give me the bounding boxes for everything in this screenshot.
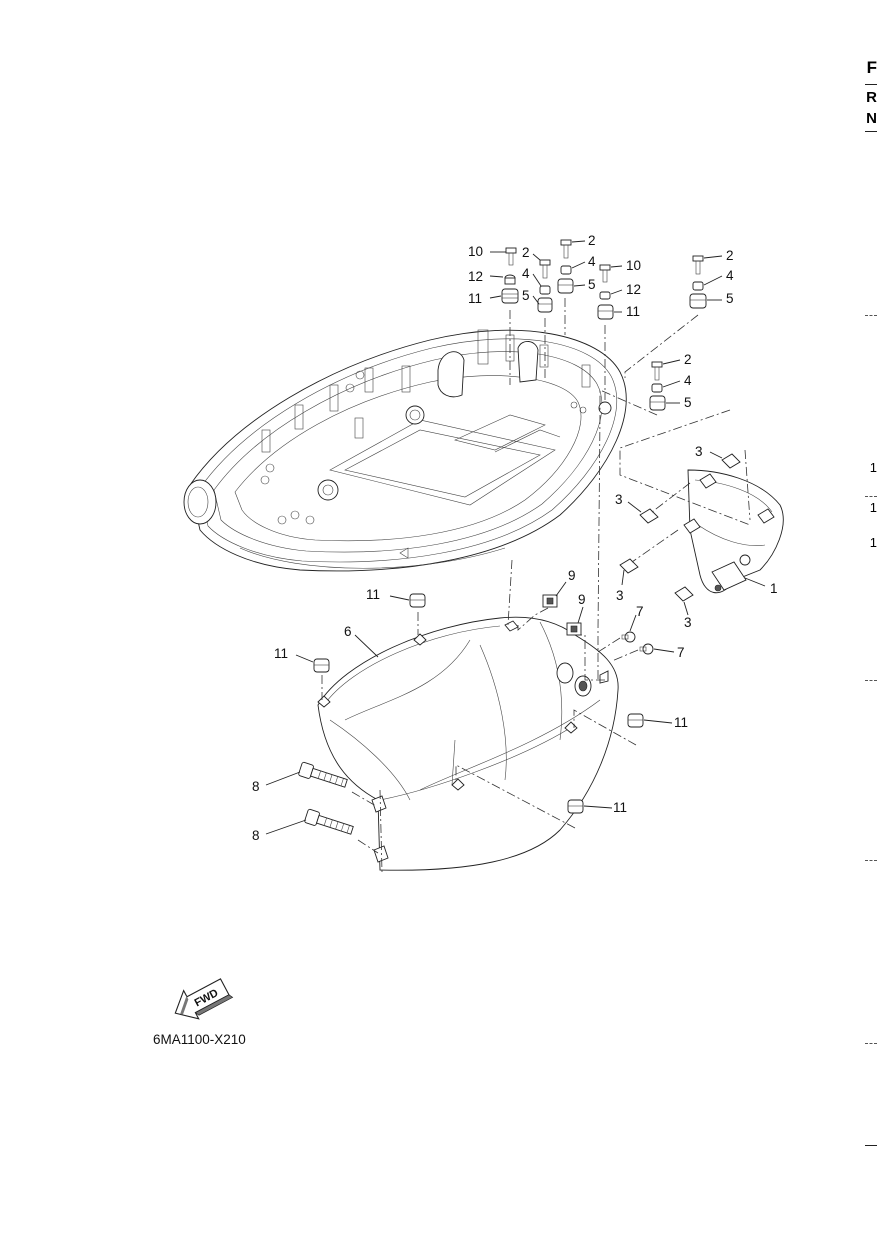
- grommet-11-left: [501, 288, 519, 304]
- callout-3: 3: [684, 615, 692, 630]
- bolt-10-b: [599, 264, 611, 283]
- callout-3: 3: [695, 444, 703, 459]
- callout-9: 9: [578, 592, 586, 607]
- collar-4-b: [560, 265, 572, 275]
- callout-5: 5: [726, 291, 734, 306]
- callout-12: 12: [626, 282, 641, 297]
- bolt-2-mid: [651, 361, 663, 381]
- screws-part-7: [621, 631, 654, 655]
- callout-4: 4: [726, 268, 734, 283]
- grommet-5-b: [557, 278, 574, 294]
- callout-11: 11: [613, 800, 627, 815]
- callout-2: 2: [684, 352, 692, 367]
- callout-2: 2: [726, 248, 734, 263]
- collar-4-a: [539, 285, 551, 295]
- side-tick: 1: [869, 460, 877, 475]
- bolt-2-a: [539, 259, 551, 279]
- callout-5: 5: [522, 288, 530, 303]
- callout-9: 9: [568, 568, 576, 583]
- grommet-5-a: [537, 297, 553, 313]
- callout-10: 10: [626, 258, 641, 273]
- side-tick: 1: [869, 535, 877, 550]
- callout-11: 11: [274, 646, 288, 661]
- bolt-2-right: [692, 255, 704, 275]
- callout-4: 4: [588, 254, 596, 269]
- callout-leaders: [265, 240, 766, 835]
- callout-8: 8: [252, 828, 260, 843]
- callout-12: 12: [468, 269, 483, 284]
- callout-10: 10: [468, 244, 483, 259]
- callout-6: 6: [344, 624, 352, 639]
- collar-4-mid: [651, 383, 663, 393]
- callout-7: 7: [636, 604, 644, 619]
- side-rule: [865, 131, 877, 132]
- callout-11: 11: [626, 304, 640, 319]
- callout-4: 4: [522, 266, 530, 281]
- part-code: 6MA1100-X210: [153, 1032, 246, 1047]
- side-rule: [865, 1145, 877, 1146]
- callout-8: 8: [252, 779, 260, 794]
- bolt-10-left: [505, 247, 517, 266]
- side-letter-f: F: [866, 58, 877, 77]
- fwd-arrow-icon: FWD: [174, 978, 234, 1020]
- bracket-part-1: [683, 469, 784, 593]
- bottom-cowling-upper: [183, 329, 627, 572]
- callout-11: 11: [674, 715, 688, 730]
- side-rule: [865, 84, 877, 85]
- collar-4-right: [692, 281, 704, 291]
- callout-numbers: 10 12 11 2 4 5 2 4 5 10 12 11 2 4 5 2 4 …: [252, 233, 778, 843]
- hardware-top-stack: [501, 239, 707, 411]
- callout-11: 11: [468, 291, 482, 306]
- side-tick: 1: [869, 500, 877, 515]
- side-rule: [865, 680, 877, 681]
- side-letter-r: R: [866, 89, 877, 106]
- callout-2: 2: [522, 245, 530, 260]
- collar-12-b: [599, 291, 611, 300]
- callout-1: 1: [770, 581, 778, 596]
- side-rule: [865, 496, 877, 497]
- side-rule: [865, 1043, 877, 1044]
- grommets-11-lower: [313, 593, 644, 814]
- nuts-part-9: [542, 594, 582, 636]
- collar-12-left: [504, 274, 516, 285]
- side-rule: [865, 315, 877, 316]
- callout-7: 7: [677, 645, 685, 660]
- side-letter-n: N: [866, 110, 877, 127]
- lower-cover: [317, 616, 619, 871]
- callout-5: 5: [588, 277, 596, 292]
- callout-4: 4: [684, 373, 692, 388]
- bolt-2-b: [560, 239, 572, 259]
- grommet-5-mid: [649, 395, 666, 411]
- grommet-5-right: [689, 293, 707, 309]
- callout-3: 3: [616, 588, 624, 603]
- grommet-11-b: [597, 304, 614, 320]
- callout-3: 3: [615, 492, 623, 507]
- callout-2: 2: [588, 233, 596, 248]
- callout-5: 5: [684, 395, 692, 410]
- side-rule: [865, 860, 877, 861]
- bolts-part-8: [298, 761, 354, 835]
- callout-11: 11: [366, 587, 380, 602]
- assembly-lines: [321, 298, 751, 873]
- clips-part-3: [619, 453, 741, 602]
